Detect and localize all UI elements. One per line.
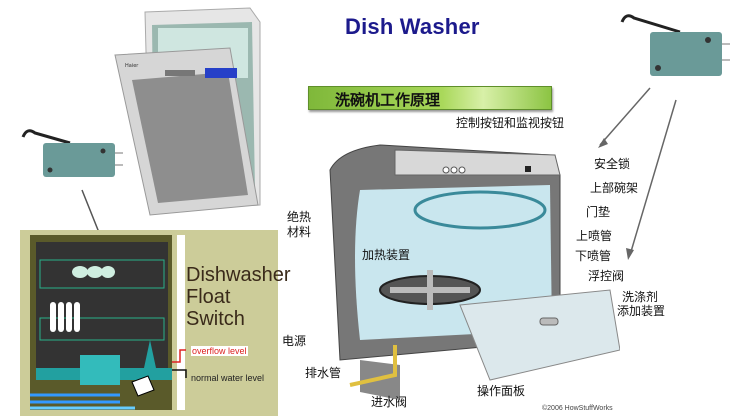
- copyright: ©2006 HowStuffWorks: [542, 405, 613, 412]
- label-detergent-1: 洗涤剂: [622, 290, 659, 304]
- float-switch-illustration: [30, 235, 187, 410]
- dishwasher-photo: Haier: [114, 7, 261, 216]
- label-heating-element: 加热装置: [362, 248, 411, 262]
- label-control-buttons: 控制按钮和监视按钮: [456, 116, 565, 130]
- float-switch-title-2: Float Switch: [186, 286, 245, 330]
- label-detergent-2: 添加装置: [617, 304, 666, 318]
- float-switch-title-1: Dishwasher: [186, 264, 291, 286]
- label-insulation-2: 材料: [287, 225, 312, 239]
- label-lower-spray-arm: 下喷管: [575, 249, 612, 263]
- label-control-panel: 操作面板: [477, 384, 526, 398]
- micro-switch-icon: [21, 129, 123, 177]
- page-title: Dish Washer: [345, 14, 480, 39]
- section-banner: 洗碗机工作原理: [308, 86, 552, 110]
- label-door-gasket: 门垫: [586, 205, 611, 219]
- label-inlet-valve: 进水阀: [371, 395, 408, 409]
- micro-switch-icon: [620, 14, 730, 76]
- label-upper-rack: 上部碗架: [590, 181, 639, 195]
- dishwasher-cutaway: [329, 144, 620, 400]
- overflow-level-label: overflow level: [191, 346, 248, 356]
- label-float-valve: 浮控阀: [588, 269, 625, 283]
- label-insulation-1: 绝热: [287, 210, 312, 224]
- svg-text:Haier: Haier: [125, 63, 139, 69]
- label-safety-lock: 安全锁: [594, 157, 631, 171]
- label-upper-spray-arm: 上喷管: [576, 229, 613, 243]
- banner-label: 洗碗机工作原理: [335, 91, 441, 109]
- label-power: 电源: [282, 334, 307, 348]
- normal-water-level-label: normal water level: [191, 373, 265, 383]
- float-switch-panel: Dishwasher Float Switch overflow level n…: [20, 230, 290, 416]
- label-drain-pipe: 排水管: [305, 366, 342, 380]
